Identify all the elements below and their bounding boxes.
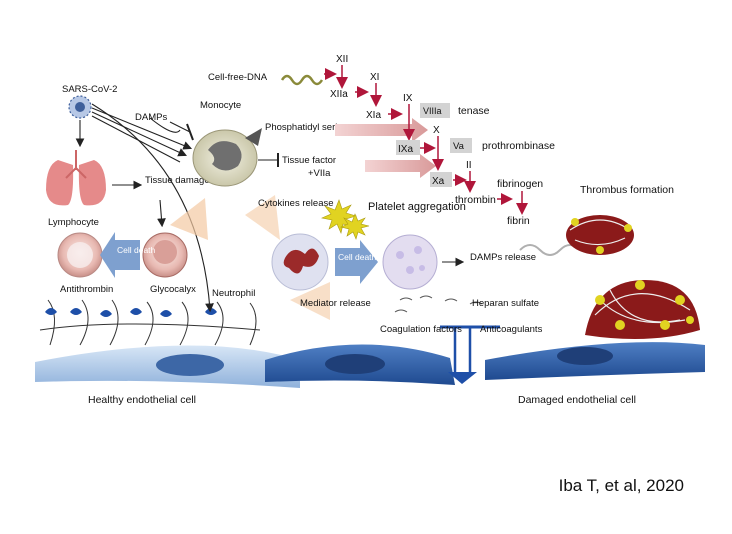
glycocalyx-label: Glycocalyx bbox=[150, 284, 196, 295]
damps-label: DAMPs bbox=[135, 112, 167, 123]
anticoagulants-label: Anticoagulants bbox=[480, 324, 543, 335]
tissue-factor-label: Tissue factor bbox=[282, 155, 336, 166]
xa-box bbox=[430, 172, 452, 187]
middle-nucleus bbox=[325, 354, 385, 374]
phosphatidyl-serine-arrow bbox=[335, 118, 428, 142]
neutrophil-label: Neutrophil bbox=[212, 288, 255, 299]
cell-death-arrow-mid bbox=[335, 240, 378, 284]
ixa-box bbox=[396, 140, 420, 155]
damage-to-lymphocyte-arrow bbox=[157, 199, 166, 228]
heparan-sulfate-fragments bbox=[394, 295, 483, 313]
dna-icon bbox=[280, 74, 324, 86]
cell-death-label-mid: Cell death bbox=[338, 252, 377, 262]
factor-xii: XII bbox=[336, 54, 348, 65]
tissue-factor-arrow bbox=[365, 154, 436, 178]
damps-inhibit-line bbox=[169, 121, 191, 133]
damps-release-label: DAMPs release bbox=[470, 252, 536, 263]
virus-signal-lines bbox=[75, 103, 214, 313]
lymphocyte-cells bbox=[57, 232, 188, 278]
factor-viiia: VIIIa bbox=[423, 106, 442, 116]
factor-va: Va bbox=[453, 141, 465, 152]
factor-xiia: XIIa bbox=[330, 89, 348, 100]
factor-xa: Xa bbox=[432, 176, 445, 187]
va-box bbox=[450, 138, 472, 153]
platelet-aggregation-label: Platelet aggregation bbox=[368, 201, 466, 213]
cell-death-label-left: Cell death bbox=[117, 245, 156, 255]
citation: Iba T, et al, 2020 bbox=[558, 476, 684, 495]
factor-ix: IX bbox=[403, 93, 413, 104]
thrombus-small-icon bbox=[566, 215, 634, 255]
factor-xia: XIa bbox=[366, 110, 381, 121]
phosphatidyl-serine-label: Phosphatidyl serine bbox=[265, 122, 348, 133]
thrombin-label: thrombin bbox=[455, 194, 496, 206]
cytokines-release-label: Cytokines release bbox=[258, 198, 334, 209]
antithrombin-molecules bbox=[45, 308, 217, 317]
thrombus-large-icon bbox=[585, 280, 700, 339]
tenase-label: tenase bbox=[458, 105, 490, 117]
fibrinogen-label: fibrinogen bbox=[497, 178, 543, 190]
monocyte-label: Monocyte bbox=[200, 100, 241, 111]
sars-cov-2-label: SARS-CoV-2 bbox=[62, 84, 117, 95]
heparan-sulfate-label: Heparan sulfate bbox=[472, 298, 539, 309]
fibrin-strand-icon bbox=[519, 244, 581, 256]
viia-label: +VIIa bbox=[308, 168, 331, 179]
platelet-cluster-icon bbox=[321, 199, 370, 240]
factor-xi: XI bbox=[370, 72, 379, 83]
monocyte-cell bbox=[192, 128, 262, 187]
factor-ixa: IXa bbox=[398, 144, 413, 155]
balance-icon bbox=[440, 325, 500, 384]
fibrin-label: fibrin bbox=[507, 215, 530, 227]
healthy-nucleus bbox=[156, 354, 224, 376]
damps-inhibit-bar bbox=[186, 123, 194, 141]
thrombus-formation-label: Thrombus formation bbox=[580, 184, 674, 196]
cytokine-gradient-shapes bbox=[170, 195, 330, 320]
tissue-damage-label: Tissue damage bbox=[145, 175, 210, 186]
lungs-icon bbox=[46, 150, 106, 206]
endothelium bbox=[35, 342, 705, 388]
neutrophil-cells bbox=[271, 233, 438, 291]
glycocalyx-strands bbox=[39, 299, 261, 346]
viiia-box bbox=[420, 103, 450, 118]
damaged-cell-label: Damaged endothelial cell bbox=[518, 394, 636, 406]
coagulation-factors-label: Coagulation factors bbox=[380, 324, 462, 335]
lymphocyte-label: Lymphocyte bbox=[48, 217, 99, 228]
damaged-nucleus bbox=[557, 347, 613, 365]
antithrombin-label: Antithrombin bbox=[60, 284, 113, 295]
mediator-release-label: Mediator release bbox=[300, 298, 371, 309]
virus-icon bbox=[68, 95, 92, 119]
prothrombinase-label: prothrombinase bbox=[482, 140, 555, 152]
cell-death-arrow-left bbox=[100, 232, 140, 278]
healthy-cell-label: Healthy endothelial cell bbox=[88, 394, 196, 406]
cell-free-dna-label: Cell-free-DNA bbox=[208, 72, 268, 83]
factor-ii: II bbox=[466, 160, 472, 171]
factor-x: X bbox=[433, 125, 440, 136]
